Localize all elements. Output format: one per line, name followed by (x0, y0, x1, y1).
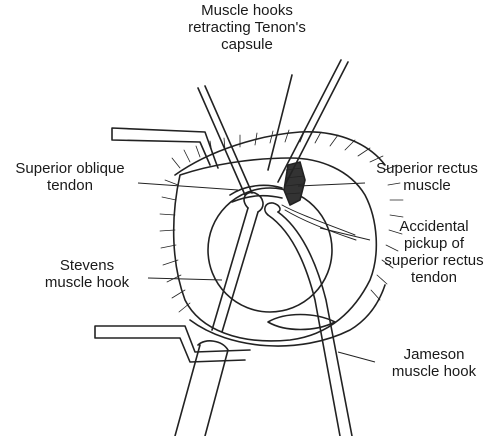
stevens-handle (174, 340, 229, 436)
label-accidental-pickup: Accidental pickup of superior rectus ten… (384, 218, 484, 286)
superior-oblique-tendon (229, 184, 283, 203)
muscle-hook-left (197, 85, 253, 196)
label-superior-rectus: Superior rectus muscle (376, 160, 478, 194)
label-stevens-hook: Stevens muscle hook (44, 257, 130, 291)
globe-outline (172, 157, 378, 342)
speculum-upper (111, 127, 219, 169)
leader-stevens (147, 277, 223, 281)
label-superior-oblique: Superior oblique tendon (15, 160, 125, 194)
stevens-hook-tip (243, 191, 264, 213)
leader-accidental-pickup (319, 227, 371, 241)
jameson-hook-tip (264, 202, 281, 216)
eyelashes-upper (171, 129, 384, 169)
accidental-pickup-fibres (281, 204, 357, 241)
label-jameson-hook: Jameson muscle hook (391, 346, 477, 380)
stevens-hook (211, 207, 259, 333)
lower-eyelid (189, 284, 386, 347)
cornea (207, 187, 333, 313)
eyelashes-right (370, 164, 404, 301)
lower-lid-crescent (267, 313, 336, 331)
eyelashes-left (159, 179, 191, 313)
leader-jameson (337, 351, 376, 363)
upper-eyelid (174, 131, 386, 176)
leader-superior-rectus (297, 182, 366, 187)
label-muscle-hooks: Muscle hooks retracting Tenon's capsule (188, 2, 306, 53)
muscle-hook-middle (267, 74, 293, 171)
speculum-lower (94, 325, 251, 363)
superior-rectus-muscle (283, 161, 306, 206)
jameson-hook (267, 211, 353, 436)
muscle-hook-right (277, 59, 349, 186)
leader-superior-oblique (137, 182, 239, 191)
